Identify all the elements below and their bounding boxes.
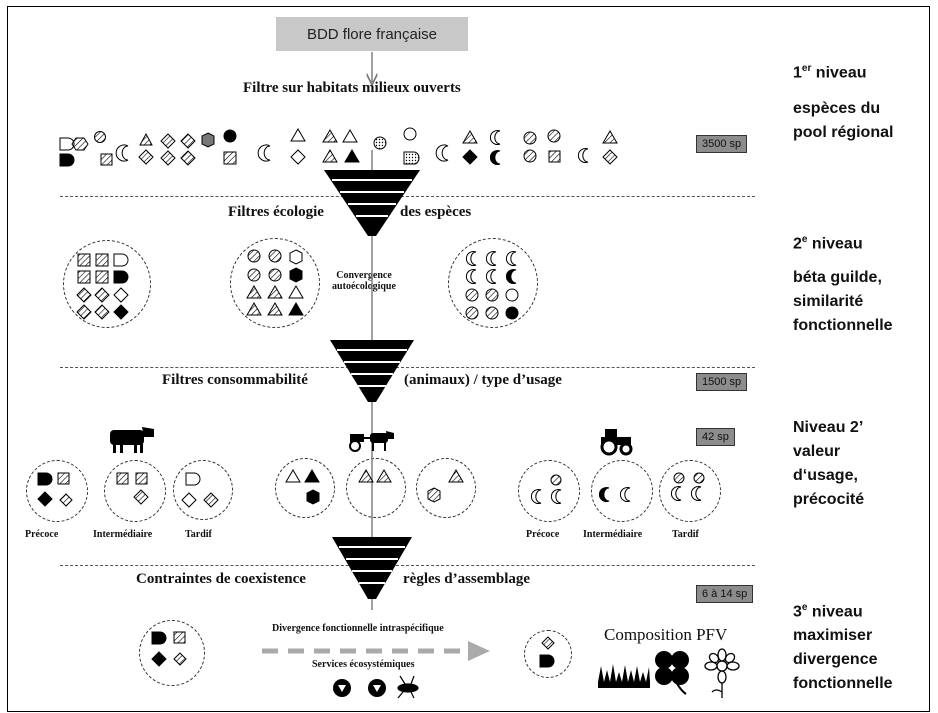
usage-circle-5 — [346, 458, 406, 518]
guild-circle-2 — [230, 238, 320, 328]
count-pool: 3500 sp — [696, 135, 748, 153]
usage-circle-8 — [591, 460, 653, 522]
phenology-right-late: Tardif — [672, 529, 699, 540]
convergence-label: Convergence autoécologique — [332, 270, 396, 292]
ecology-filter-label-left: Filtres écologie — [228, 204, 324, 220]
usage-circle-7 — [518, 460, 580, 522]
composition-label: Composition PFV — [604, 625, 728, 644]
figure-frame — [7, 6, 930, 712]
phenology-left-late: Tardif — [185, 529, 212, 540]
usage-circle-2 — [104, 460, 166, 522]
flower-icon — [704, 648, 740, 698]
database-label: BDD flore française — [306, 25, 438, 43]
funnel-icon — [324, 170, 420, 236]
habitat-filter-label: Filtre sur habitats milieux ouverts — [243, 80, 461, 96]
separator-3 — [60, 565, 755, 566]
final-symbols — [151, 631, 555, 668]
guild-circle-1 — [63, 240, 151, 328]
service-icon — [368, 679, 386, 697]
level1-label: 1er niveau espèces du pool régional — [793, 63, 894, 142]
usage-circle-4 — [275, 458, 335, 518]
consumability-filter-label-right: (animaux) / type d’usage — [404, 372, 562, 388]
clover-icon — [655, 651, 689, 695]
species-pool-symbols — [59, 127, 618, 167]
final-circle-right — [524, 630, 572, 678]
usage-circle-3 — [173, 460, 233, 520]
level3-label: 3e niveau maximiser divergence fonctionn… — [793, 602, 893, 693]
bee-icon — [397, 675, 419, 699]
level2-label: 2e niveau béta guilde, similarité foncti… — [793, 234, 893, 335]
ecology-filter-label-right: des espèces — [400, 204, 472, 220]
coexistence-filter-label-left: Contraintes de coexistence — [136, 571, 306, 587]
database-box: BDD flore française — [276, 17, 468, 51]
usage-symbols — [37, 469, 705, 508]
services-label: Services écosystémiques — [312, 659, 415, 670]
usage-circle-9 — [659, 460, 721, 522]
phenology-right-mid: Intermédiaire — [583, 529, 643, 540]
guild-2-symbols — [246, 249, 304, 316]
funnel-icon — [332, 537, 412, 599]
count-usage: 42 sp — [696, 428, 735, 446]
phenology-right-early: Précoce — [526, 529, 560, 540]
cow-icon — [110, 427, 154, 453]
ox-plow-icon — [349, 431, 394, 452]
guild-1-symbols — [76, 253, 129, 320]
tractor-icon — [600, 429, 633, 456]
phenology-left-early: Précoce — [25, 529, 59, 540]
funnel-icon — [330, 340, 414, 402]
separator-1 — [60, 196, 755, 197]
service-icon — [333, 679, 351, 697]
count-final: 6 à 14 sp — [696, 585, 754, 603]
usage-circle-1 — [26, 460, 88, 522]
grass-icon — [598, 664, 650, 688]
coexistence-filter-label-right: règles d’assemblage — [403, 571, 531, 587]
usage-circle-6 — [416, 458, 476, 518]
final-circle-left — [139, 620, 205, 686]
guild-circle-3 — [448, 238, 538, 328]
separator-2 — [60, 367, 755, 368]
phenology-left-mid: Intermédiaire — [93, 529, 153, 540]
divergence-label: Divergence fonctionnelle intraspécifique — [272, 623, 444, 634]
consumability-filter-label-left: Filtres consommabilité — [162, 372, 308, 388]
level2b-label: Niveau 2’ valeur d‘usage, précocité — [793, 419, 865, 508]
count-consumable: 1500 sp — [696, 373, 748, 391]
guild-3-symbols — [465, 251, 519, 320]
